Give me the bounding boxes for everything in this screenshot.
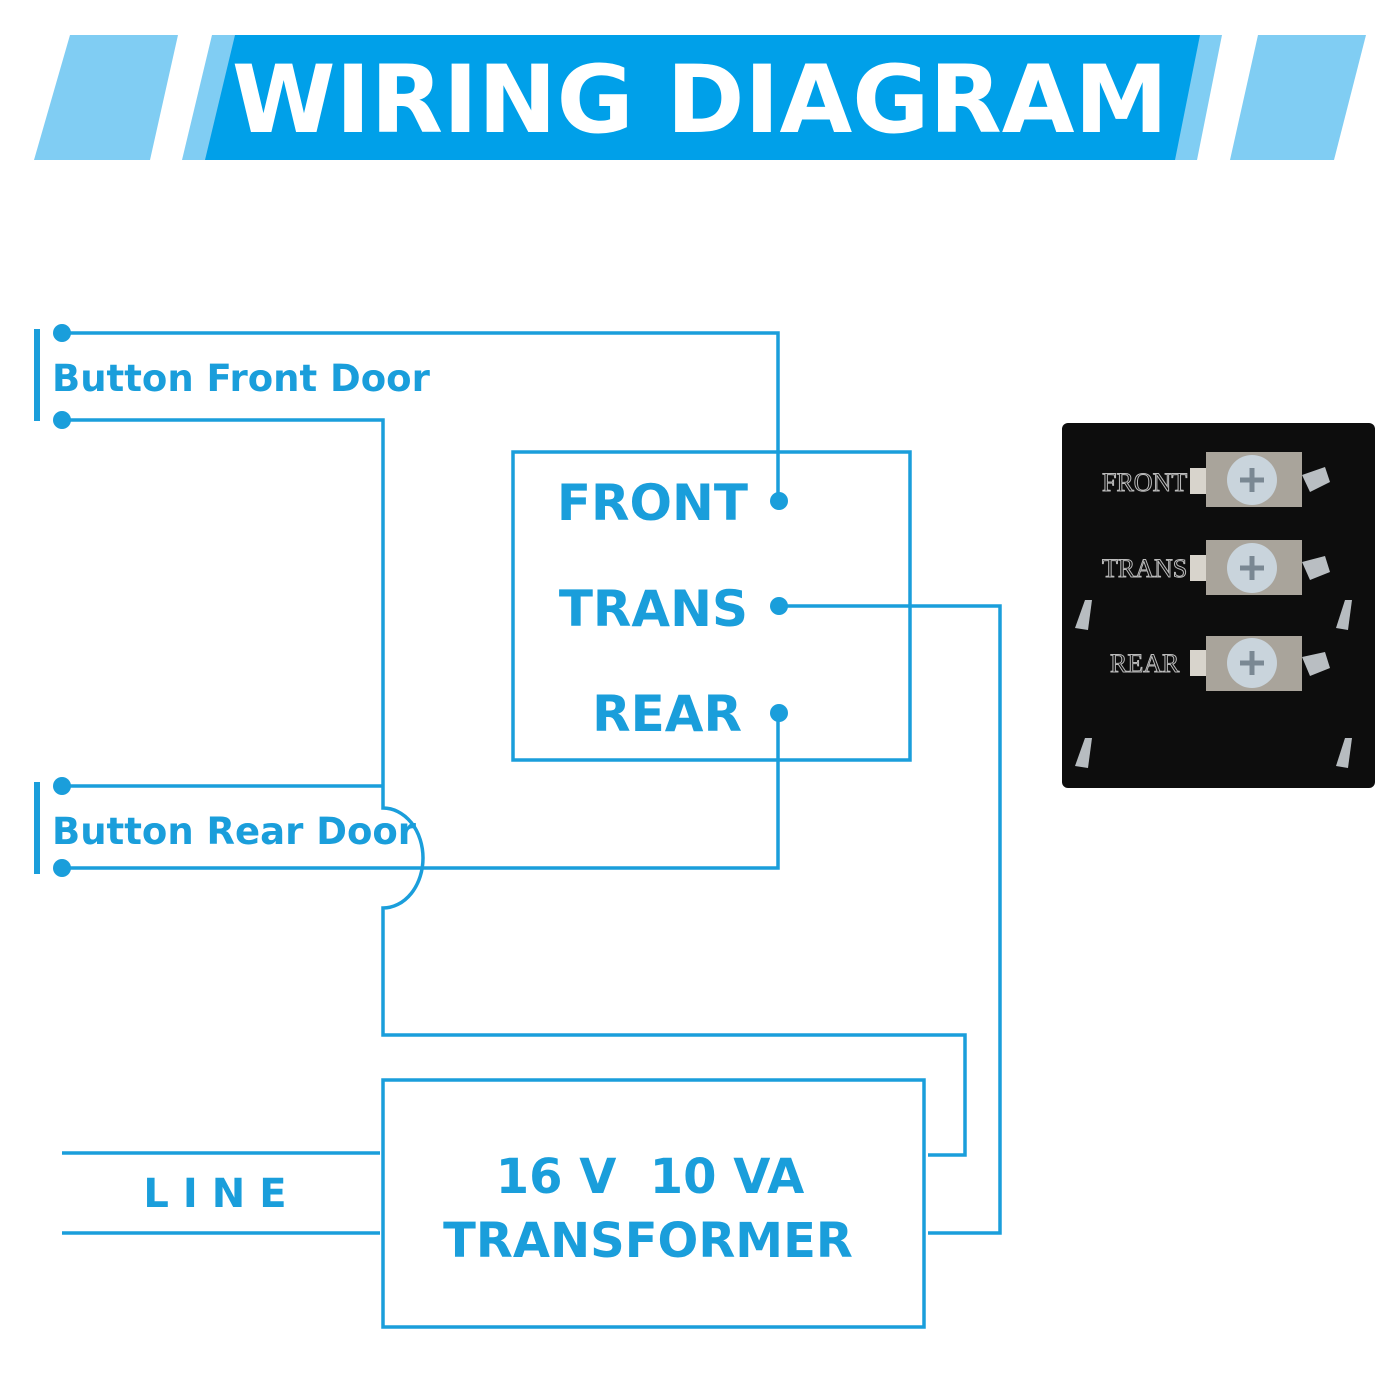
rear-terminal-dot (770, 704, 788, 722)
chime-terminal-block: FRONT TRANS REAR (511, 450, 912, 762)
transformer-box (381, 1078, 926, 1329)
photo-terminal-rear (1190, 636, 1330, 691)
wire-trans-to-transformer (779, 604, 1002, 1235)
wire-front-button-to-transformer (62, 418, 967, 1157)
transformer: 16 V 10 VA TRANSFORMER (381, 1078, 926, 1329)
header-stripe-right (1230, 35, 1366, 160)
terminal-block-photo: FRONT TRANS REAR (1062, 423, 1375, 788)
terminal-dot (53, 324, 71, 342)
trans-terminal-label: TRANS (559, 580, 748, 638)
chime-box (511, 450, 912, 762)
photo-mounting-tabs (1075, 600, 1352, 768)
front-terminal-dot (770, 492, 788, 510)
rear-terminal-label: REAR (592, 685, 742, 743)
button-front-door: Button Front Door (34, 324, 431, 429)
header-stripe-left (34, 35, 178, 160)
wire-rear-button-to-rear (62, 713, 780, 870)
photo-label-trans: TRANS (1102, 554, 1187, 583)
photo-label-rear: REAR (1110, 649, 1180, 678)
wires (62, 331, 1002, 1235)
transformer-rating: 16 V 10 VA (496, 1149, 805, 1205)
transformer-label: TRANSFORMER (443, 1213, 853, 1269)
photo-background (1062, 423, 1375, 788)
header-banner: WIRING DIAGRAM (34, 35, 1366, 160)
button-bar (34, 329, 40, 421)
button-front-door-label: Button Front Door (52, 357, 431, 400)
header-bar (205, 35, 1200, 160)
trans-terminal-dot (770, 597, 788, 615)
photo-terminal-trans (1190, 540, 1330, 595)
terminal-dot (53, 411, 71, 429)
photo-label-front: FRONT (1102, 468, 1187, 497)
line-label: LINE (143, 1171, 300, 1217)
button-rear-door-label: Button Rear Door (52, 810, 417, 853)
front-terminal-label: FRONT (557, 474, 748, 532)
wire-front-button-to-front (62, 331, 780, 500)
button-rear-door: Button Rear Door (34, 777, 417, 877)
page-title: WIRING DIAGRAM (232, 46, 1168, 155)
photo-terminal-front (1190, 452, 1330, 507)
terminal-dot (53, 859, 71, 877)
terminal-dot (53, 777, 71, 795)
button-bar (34, 782, 40, 874)
